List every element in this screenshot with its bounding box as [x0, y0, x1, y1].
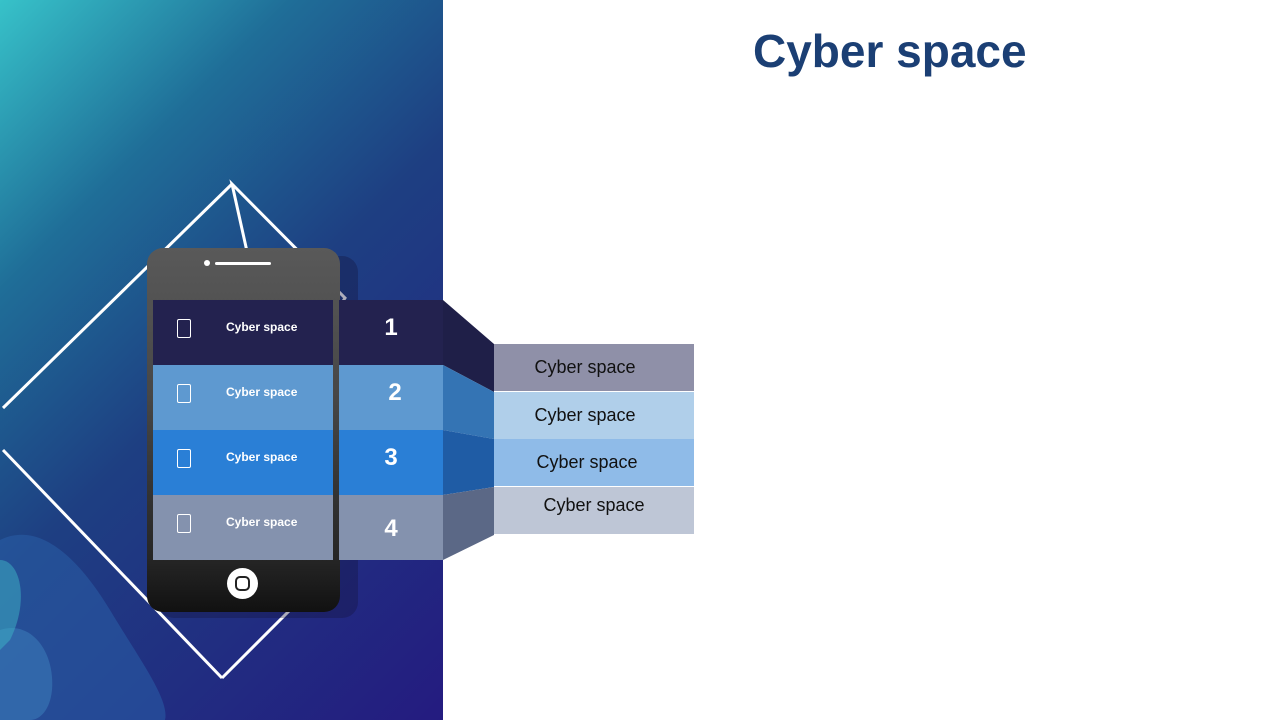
speaker-slot	[215, 262, 271, 265]
connector-1	[443, 300, 494, 392]
page-title: Cyber space	[753, 25, 1027, 77]
row-number-cell: 4	[339, 495, 443, 560]
text-box-1: Cyber space	[494, 344, 694, 391]
row-label: Cyber space	[226, 450, 298, 464]
connector-3	[443, 430, 494, 495]
text-box-2: Cyber space	[494, 392, 694, 439]
list-item-3: Cyber space 3	[153, 430, 443, 495]
row-number: 2	[388, 379, 402, 406]
list-item-4: Cyber space 4	[153, 495, 443, 560]
mobile-icon	[177, 449, 191, 468]
list-item-2: Cyber space 2	[153, 365, 443, 430]
text-box-3: Cyber space	[494, 439, 694, 486]
decorative-shapes	[0, 179, 347, 720]
mobile-icon	[177, 384, 191, 403]
connector-4	[443, 487, 494, 560]
row-number-cell: 2	[339, 365, 443, 430]
row-label: Cyber space	[226, 515, 298, 529]
row-label: Cyber space	[226, 385, 298, 399]
row-screen-cell: Cyber space	[153, 430, 333, 495]
row-label: Cyber space	[226, 320, 298, 334]
row-number-cell: 1	[339, 300, 443, 365]
list-item-1: Cyber space 1	[153, 300, 443, 365]
connector-2	[443, 365, 494, 439]
mobile-icon	[177, 319, 191, 338]
row-screen-cell: Cyber space	[153, 300, 333, 365]
row-screen-cell: Cyber space	[153, 495, 333, 560]
row-number: 1	[384, 314, 398, 341]
row-number: 4	[384, 515, 398, 542]
row-number-cell: 3	[339, 430, 443, 495]
row-screen-cell: Cyber space	[153, 365, 333, 430]
row-number: 3	[384, 444, 398, 471]
text-box-4: Cyber space	[494, 487, 694, 534]
home-button-icon	[227, 568, 258, 599]
camera-icon	[204, 260, 210, 266]
mobile-icon	[177, 514, 191, 533]
